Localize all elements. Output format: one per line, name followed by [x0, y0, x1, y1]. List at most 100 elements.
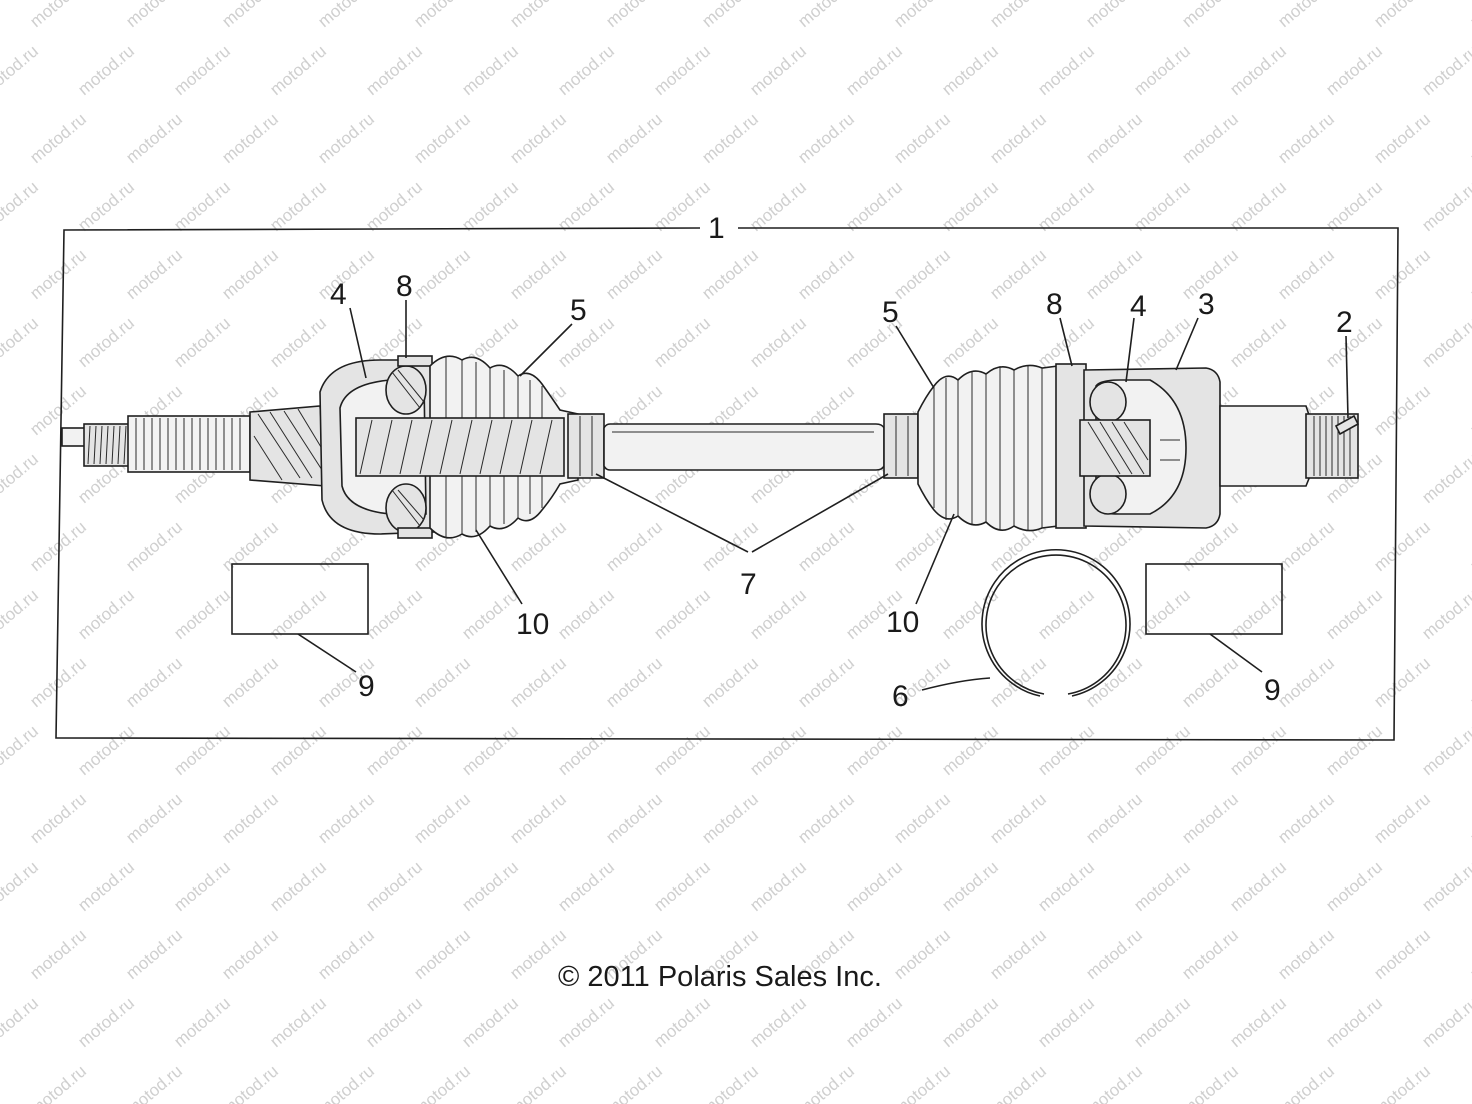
watermark-text: motod.ru — [218, 1061, 282, 1104]
watermark-text: motod.ru — [986, 109, 1050, 167]
watermark-text: motod.ru — [362, 721, 426, 779]
watermark-text: motod.ru — [1178, 1061, 1242, 1104]
watermark-text: motod.ru — [410, 109, 474, 167]
watermark-text: motod.ru — [938, 313, 1002, 371]
watermark-text: motod.ru — [506, 789, 570, 847]
watermark-text: motod.ru — [362, 857, 426, 915]
watermark-text: motod.ru — [74, 177, 138, 235]
callout-2: 2 — [1336, 306, 1353, 339]
watermark-text: motod.ru — [602, 517, 666, 575]
watermark-text: motod.ru — [746, 721, 810, 779]
right-cv-joint-housing — [1079, 367, 1221, 529]
watermark-text: motod.ru — [1274, 1061, 1338, 1104]
watermark-text: motod.ru — [1418, 993, 1472, 1051]
left-clamp — [397, 355, 433, 367]
watermark-text: motod.ru — [938, 41, 1002, 99]
watermark-text: motod.ru — [602, 1061, 666, 1104]
watermark-text: motod.ru — [1130, 857, 1194, 915]
watermark-text: motod.ru — [170, 721, 234, 779]
watermark-text: motod.ru — [122, 1061, 186, 1104]
watermark-text: motod.ru — [506, 109, 570, 167]
right-small-clamp — [883, 413, 919, 479]
watermark-text: motod.ru — [314, 109, 378, 167]
watermark-text: motod.ru — [0, 721, 42, 779]
watermark-text: motod.ru — [1226, 177, 1290, 235]
watermark-text: motod.ru — [1466, 925, 1472, 983]
watermark-text: motod.ru — [794, 109, 858, 167]
watermark-text: motod.ru — [1322, 41, 1386, 99]
watermark-text: motod.ru — [890, 0, 954, 31]
watermark-text: motod.ru — [554, 857, 618, 915]
watermark-text: motod.ru — [170, 993, 234, 1051]
callout-7: 7 — [740, 568, 757, 601]
watermark-text: motod.ru — [794, 245, 858, 303]
watermark-text: motod.ru — [218, 789, 282, 847]
watermark-text: motod.ru — [266, 993, 330, 1051]
watermark-text: motod.ru — [26, 789, 90, 847]
watermark-text: motod.ru — [1082, 1061, 1146, 1104]
watermark-text: motod.ru — [842, 721, 906, 779]
watermark-text: motod.ru — [554, 721, 618, 779]
watermark-text: motod.ru — [842, 177, 906, 235]
watermark-text: motod.ru — [122, 0, 186, 31]
watermark-text: motod.ru — [554, 993, 618, 1051]
watermark-text: motod.ru — [1226, 857, 1290, 915]
watermark-text: motod.ru — [410, 0, 474, 31]
watermark-text: motod.ru — [218, 245, 282, 303]
watermark-text: motod.ru — [1418, 177, 1472, 235]
watermark-text: motod.ru — [1370, 789, 1434, 847]
watermark-text: motod.ru — [650, 721, 714, 779]
watermark-text: motod.ru — [410, 789, 474, 847]
watermark-text: motod.ru — [266, 41, 330, 99]
watermark-text: motod.ru — [1322, 857, 1386, 915]
callout-8-right: 8 — [1046, 288, 1063, 321]
callout-9-right: 9 — [1264, 674, 1281, 707]
watermark-text: motod.ru — [746, 177, 810, 235]
watermark-text: motod.ru — [0, 449, 42, 507]
watermark-text: motod.ru — [1178, 925, 1242, 983]
watermark-text: motod.ru — [890, 1061, 954, 1104]
watermark-text: motod.ru — [506, 0, 570, 31]
watermark-text: motod.ru — [362, 993, 426, 1051]
watermark-text: motod.ru — [1082, 789, 1146, 847]
watermark-text: motod.ru — [314, 0, 378, 31]
watermark-text: motod.ru — [986, 789, 1050, 847]
watermark-text: motod.ru — [986, 1061, 1050, 1104]
watermark-text: motod.ru — [1322, 721, 1386, 779]
watermark-text: motod.ru — [26, 653, 90, 711]
watermark-text: motod.ru — [746, 41, 810, 99]
watermark-text: motod.ru — [1034, 585, 1098, 643]
watermark-text: motod.ru — [602, 109, 666, 167]
watermark-text: motod.ru — [746, 993, 810, 1051]
watermark-text: motod.ru — [74, 585, 138, 643]
watermark-text: motod.ru — [1034, 993, 1098, 1051]
watermark-text: motod.ru — [458, 857, 522, 915]
watermark-text: motod.ru — [1226, 993, 1290, 1051]
watermark-text: motod.ru — [1466, 653, 1472, 711]
watermark-text: motod.ru — [458, 41, 522, 99]
watermark-text: motod.ru — [458, 177, 522, 235]
watermark-text: motod.ru — [314, 789, 378, 847]
watermark-text: motod.ru — [266, 721, 330, 779]
copyright-notice: © 2011 Polaris Sales Inc. — [558, 961, 882, 993]
watermark-text: motod.ru — [170, 177, 234, 235]
callout-8-left: 8 — [396, 270, 413, 303]
watermark-text: motod.ru — [0, 993, 42, 1051]
watermark-text: motod.ru — [122, 653, 186, 711]
watermark-text: motod.ru — [1274, 925, 1338, 983]
watermark-text: motod.ru — [1178, 789, 1242, 847]
watermark-text: motod.ru — [698, 109, 762, 167]
watermark-text: motod.ru — [1370, 925, 1434, 983]
watermark-text: motod.ru — [122, 925, 186, 983]
watermark-text: motod.ru — [1226, 41, 1290, 99]
watermark-text: motod.ru — [1418, 313, 1472, 371]
watermark-text: motod.ru — [602, 245, 666, 303]
watermark-text: motod.ru — [890, 925, 954, 983]
watermark-text: motod.ru — [1178, 653, 1242, 711]
watermark-text: motod.ru — [1130, 721, 1194, 779]
watermark-text: motod.ru — [362, 585, 426, 643]
label-decal-left — [231, 563, 369, 635]
watermark-text: motod.ru — [650, 585, 714, 643]
watermark-text: motod.ru — [1226, 313, 1290, 371]
